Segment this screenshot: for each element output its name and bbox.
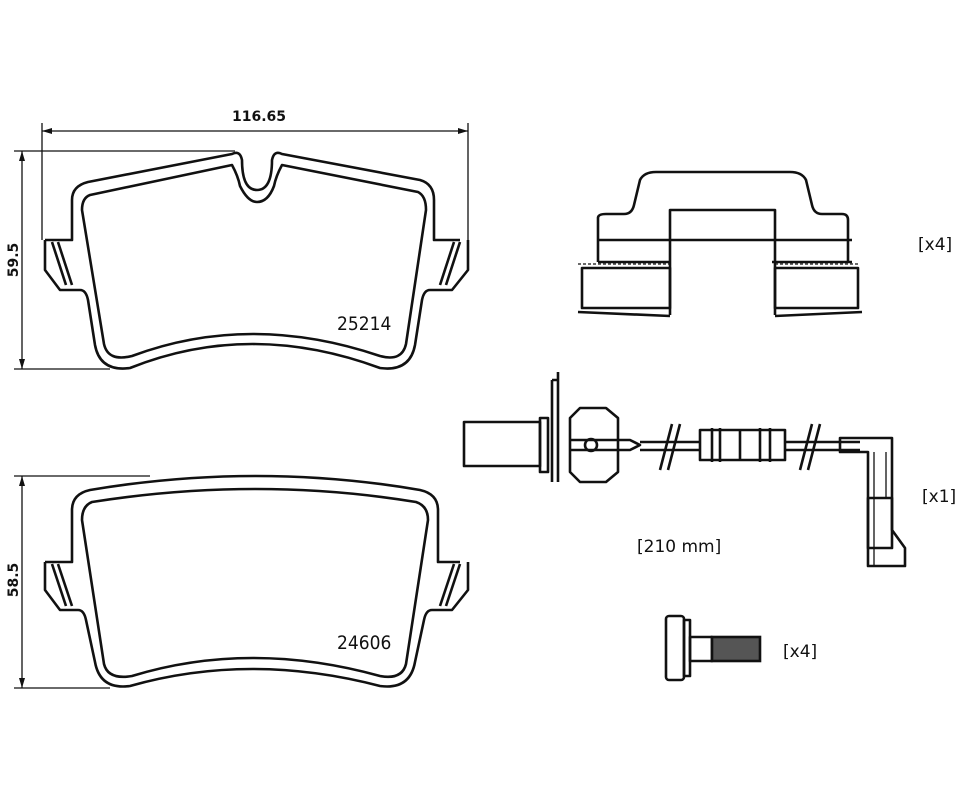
brake-pad-bottom — [43, 474, 470, 688]
bolt — [664, 614, 762, 682]
height-dimension-top — [14, 150, 235, 370]
width-dimension-label: 116.65 — [232, 109, 287, 125]
bolt-quantity: [x4] — [783, 642, 818, 662]
height-dimension-bottom — [14, 475, 150, 689]
width-dimension — [41, 123, 469, 240]
brake-pad-top — [43, 151, 470, 370]
part-number-top: 25214 — [337, 313, 392, 335]
wear-sensor — [462, 372, 907, 568]
clip-quantity: [x4] — [918, 235, 953, 255]
retaining-clip — [577, 170, 863, 318]
part-number-bottom: 24606 — [337, 632, 392, 654]
height-top-dimension-label: 59.5 — [6, 242, 22, 278]
height-bottom-dimension-label: 58.5 — [6, 562, 22, 598]
sensor-length: [210 mm] — [637, 537, 722, 557]
sensor-quantity: [x1] — [922, 487, 957, 507]
